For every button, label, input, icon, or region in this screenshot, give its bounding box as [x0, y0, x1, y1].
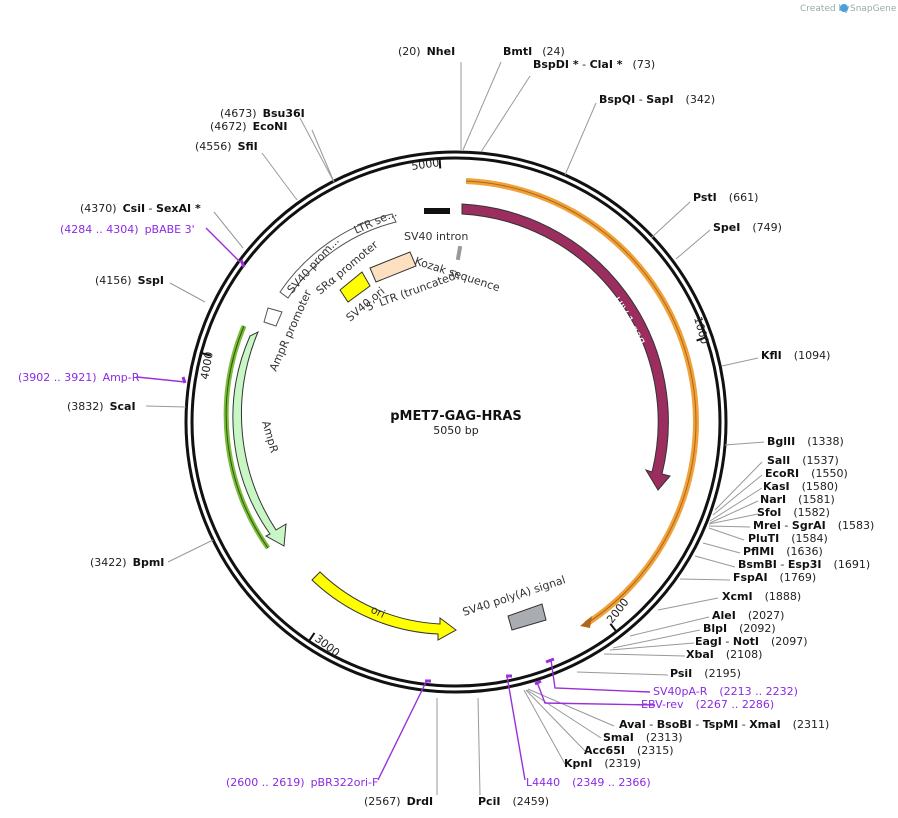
tick-mark-3000	[308, 632, 316, 642]
site-sgrai[interactable]: MreI - SgrAI(1583)	[753, 519, 874, 532]
site-leaders	[145, 61, 765, 796]
primer-sv40pa-r[interactable]: SV40pA-R(2213 .. 2232)	[653, 685, 798, 698]
site-esp3i[interactable]: BsmBI - Esp3I(1691)	[738, 558, 870, 571]
site-xbai[interactable]: XbaI(2108)	[686, 648, 762, 661]
primer-pbabe-3[interactable]: (4284 .. 4304)pBABE 3'	[60, 223, 195, 236]
site-xmai[interactable]: AvaI - BsoBI - TspMI - XmaI(2311)	[619, 718, 829, 731]
backbone-outer	[184, 150, 728, 694]
site-alei[interactable]: AleI(2027)	[712, 609, 784, 622]
site-spei[interactable]: SpeI(749)	[713, 221, 782, 234]
position-ticks	[200, 158, 707, 642]
tick-1000: 1000	[691, 315, 711, 345]
site-sfoi[interactable]: SfoI(1582)	[757, 506, 830, 519]
site-bsu36i[interactable]: (4673)Bsu36I	[220, 107, 305, 120]
site-sapi[interactable]: BspQI - SapI(342)	[599, 93, 715, 106]
primer-leaders	[136, 227, 656, 781]
site-nhei[interactable]: (20)NheI	[398, 45, 455, 58]
site-ecori[interactable]: EcoRI(1550)	[765, 467, 848, 480]
sv40-polya-feature	[507, 603, 547, 631]
ampr-promoter-feature	[263, 307, 283, 327]
tick-mark-5000	[438, 158, 442, 169]
site-smai[interactable]: SmaI(2313)	[603, 731, 682, 744]
site-nari[interactable]: NarI(1581)	[760, 493, 835, 506]
primer-labels: SV40pA-R(2213 .. 2232) EBV-rev(2267 .. 2…	[18, 223, 798, 789]
site-bmti[interactable]: BmtI(24)	[503, 45, 565, 58]
tick-5000: 5000	[411, 156, 441, 173]
primer-l4440[interactable]: L4440(2349 .. 2366)	[526, 776, 651, 789]
backbone-inner	[190, 156, 722, 688]
site-xcmi[interactable]: XcmI(1888)	[722, 590, 801, 603]
site-sspi[interactable]: (4156)SspI	[95, 274, 164, 287]
ltr-sv40-prom-feature	[279, 213, 397, 299]
kozak-marker	[455, 245, 463, 261]
site-pflmi[interactable]: PflMI(1636)	[743, 545, 823, 558]
site-drdi[interactable]: (2567)DrdI	[364, 795, 433, 808]
site-sali[interactable]: SalI(1537)	[767, 454, 839, 467]
site-kpni[interactable]: KpnI(2319)	[564, 757, 641, 770]
snapgene-logo-icon	[840, 4, 848, 12]
sv40-polya-label: SV40 poly(A) signal	[461, 573, 567, 619]
ampr-feature	[232, 330, 287, 547]
tick-4000: 4000	[198, 351, 216, 381]
ori-label: ori	[369, 603, 388, 621]
site-labels: (20)NheI BmtI(24) BspDI * - ClaI *(73) B…	[67, 45, 874, 808]
tick-mark-2000	[609, 623, 618, 633]
site-acc65i[interactable]: Acc65I(2315)	[584, 744, 674, 757]
site-fspai[interactable]: FspAI(1769)	[733, 571, 816, 584]
site-bpmi[interactable]: (3422)BpmI	[90, 556, 164, 569]
site-sfii[interactable]: (4556)SfiI	[195, 140, 258, 153]
primer-marks	[181, 259, 555, 686]
site-econi[interactable]: (4672)EcoNI	[210, 120, 287, 133]
ampr-promoter-label: AmpR promoter	[267, 288, 315, 374]
site-psti[interactable]: PstI(661)	[693, 191, 758, 204]
site-claI[interactable]: BspDI * - ClaI *(73)	[533, 58, 655, 71]
created-by-label: Created by	[800, 4, 850, 14]
site-kfli[interactable]: KflI(1094)	[761, 349, 830, 362]
site-scai[interactable]: (3832)ScaI	[67, 400, 136, 413]
tick-3000: 3000	[312, 632, 342, 659]
sv40-ori-feature	[339, 271, 371, 303]
tick-mark-4000	[200, 352, 212, 357]
plasmid-name: pMET7-GAG-HRAS	[390, 409, 522, 424]
ori-feature	[311, 571, 457, 641]
site-bglii[interactable]: BglII(1338)	[767, 435, 844, 448]
site-psii[interactable]: PsiI(2195)	[670, 667, 741, 680]
plasmid-length: 5050 bp	[433, 424, 478, 437]
sv40-intron-feature	[424, 208, 450, 214]
primer-amp-r[interactable]: (3902 .. 3921)Amp-R	[18, 371, 140, 384]
primer-pbr322ori-f[interactable]: (2600 .. 2619)pBR322ori-F	[226, 776, 378, 789]
site-pluti[interactable]: PluTI(1584)	[748, 532, 828, 545]
ltr-truncated-feature	[369, 251, 417, 283]
sv40-intron-label: SV40 intron	[404, 230, 468, 243]
snapgene-brand: SnapGene	[850, 4, 897, 14]
hiv-gag-orf-arrow	[580, 616, 592, 628]
hiv-gag-feature	[461, 203, 671, 491]
tick-mark-1000	[696, 336, 707, 342]
site-noti[interactable]: EagI - NotI(2097)	[695, 635, 808, 648]
primer-ebv-rev[interactable]: EBV-rev(2267 .. 2286)	[641, 698, 774, 711]
site-pcii[interactable]: PciI(2459)	[478, 795, 549, 808]
site-blpi[interactable]: BlpI(2092)	[703, 622, 776, 635]
site-kasi[interactable]: KasI(1580)	[763, 480, 838, 493]
ampr-label: AmpR	[259, 419, 281, 455]
site-sexai[interactable]: (4370)CsiI - SexAI *	[80, 202, 201, 215]
